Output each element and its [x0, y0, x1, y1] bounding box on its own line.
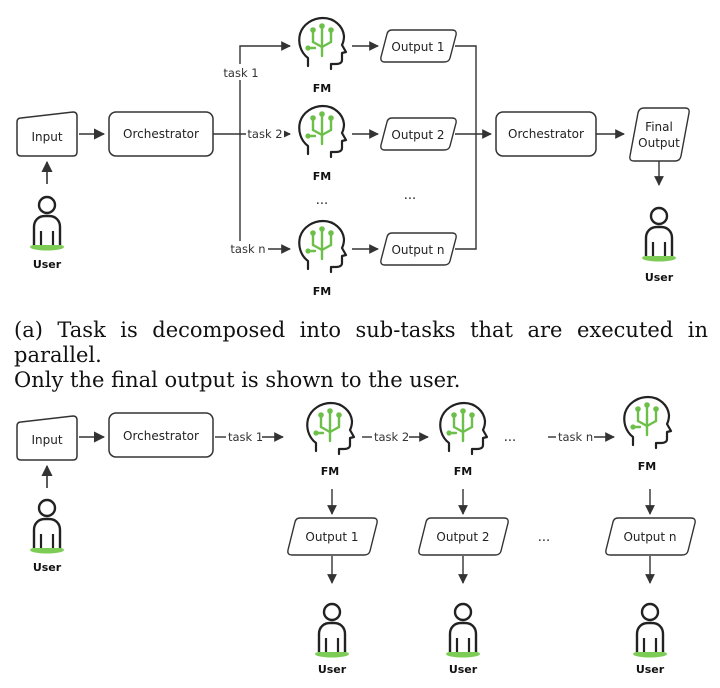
- fm-label: FM: [313, 82, 331, 95]
- brain-head-icon: [298, 219, 348, 274]
- user-b: User: [28, 498, 66, 574]
- user-icon: [631, 602, 669, 659]
- brain-head-icon: [623, 395, 673, 450]
- user-final-a: User: [640, 206, 678, 284]
- user-a: User: [28, 195, 66, 271]
- fm-a1: FM: [298, 16, 348, 95]
- brain-head-icon: [298, 16, 348, 71]
- task-2-label: task 2: [247, 127, 282, 141]
- task-1-label: task 1: [223, 66, 258, 80]
- orchestrator-node-a1: Orchestrator: [108, 111, 214, 157]
- output-n-label: Output n: [391, 243, 444, 257]
- final-output-label-2: Output: [638, 136, 680, 150]
- output-n-node-a: Output n: [380, 232, 457, 266]
- output-ellipsis-a: ...: [404, 188, 416, 203]
- branch-task-n: [239, 134, 291, 254]
- output-n-label: Output n: [623, 530, 676, 544]
- output-n-node-b: Output n: [605, 517, 696, 556]
- fm-label: FM: [321, 465, 339, 478]
- fm-an: FM: [298, 219, 348, 298]
- input-node-a: Input: [16, 111, 78, 157]
- user-icon: [313, 602, 351, 659]
- final-output-node: Final Output: [629, 107, 690, 162]
- input-label: Input: [31, 433, 62, 447]
- user-icon: [28, 195, 66, 252]
- user-b2: User: [444, 602, 482, 676]
- output-2-node-a: Output 2: [380, 117, 457, 151]
- fm-label: FM: [313, 285, 331, 298]
- user-label: User: [636, 663, 665, 676]
- orchestrator-label: Orchestrator: [123, 429, 199, 443]
- fm-b1: FM: [306, 401, 356, 478]
- task-n-arrow-label: task n: [558, 430, 593, 444]
- output-2-label: Output 2: [436, 530, 489, 544]
- output-2-label: Output 2: [391, 128, 444, 142]
- task-2-arrow-label: task 2: [374, 430, 409, 444]
- output-1-label: Output 1: [305, 530, 358, 544]
- fm-label: FM: [638, 460, 656, 473]
- user-bn: User: [631, 602, 669, 676]
- output-2-node-b: Output 2: [418, 517, 509, 556]
- output-1-node-a: Output 1: [380, 29, 457, 63]
- output-1-node-b: Output 1: [287, 517, 378, 556]
- figure-caption-a: (a) Task is decomposed into sub-tasks th…: [14, 318, 708, 393]
- orchestrator-label: Orchestrator: [123, 127, 199, 141]
- brain-head-icon: [439, 401, 489, 456]
- input-label: Input: [31, 130, 62, 144]
- user-b1: User: [313, 602, 351, 676]
- merge-output-1: [455, 45, 477, 134]
- output-1-label: Output 1: [391, 40, 444, 54]
- diagram-a: Input User Orchestrator task 1 task 2 ta…: [16, 16, 690, 298]
- diagram-b: Input User Orchestrator task 1 FM task 2…: [16, 395, 696, 676]
- output-ellipsis-b: ...: [538, 530, 550, 545]
- fm-bn: FM: [623, 395, 673, 473]
- merge-output-n: [455, 134, 477, 250]
- task-1-arrow-label: task 1: [228, 430, 263, 444]
- fm-ellipsis-b: ...: [504, 430, 516, 445]
- final-output-label-1: Final: [645, 120, 673, 134]
- caption-line-1: (a) Task is decomposed into sub-tasks th…: [14, 318, 708, 367]
- caption-line-2: Only the final output is shown to the us…: [14, 368, 461, 392]
- brain-head-icon: [306, 401, 356, 456]
- orchestrator-label: Orchestrator: [508, 127, 584, 141]
- fm-b2: FM: [439, 401, 489, 478]
- task-n-label: task n: [230, 242, 265, 256]
- user-label: User: [645, 271, 674, 284]
- orchestrator-node-a2: Orchestrator: [495, 111, 597, 157]
- input-node-b: Input: [16, 415, 78, 461]
- branch-task-1: [239, 41, 291, 134]
- user-label: User: [33, 561, 62, 574]
- fm-a2: FM: [298, 104, 348, 183]
- user-label: User: [449, 663, 478, 676]
- fm-label: FM: [313, 170, 331, 183]
- user-icon: [28, 498, 66, 555]
- orchestrator-node-b: Orchestrator: [108, 412, 214, 458]
- brain-head-icon: [298, 104, 348, 159]
- user-label: User: [33, 258, 62, 271]
- user-icon: [640, 206, 678, 263]
- fm-label: FM: [454, 465, 472, 478]
- fm-ellipsis: ...: [316, 193, 328, 208]
- user-label: User: [318, 663, 347, 676]
- user-icon: [444, 602, 482, 659]
